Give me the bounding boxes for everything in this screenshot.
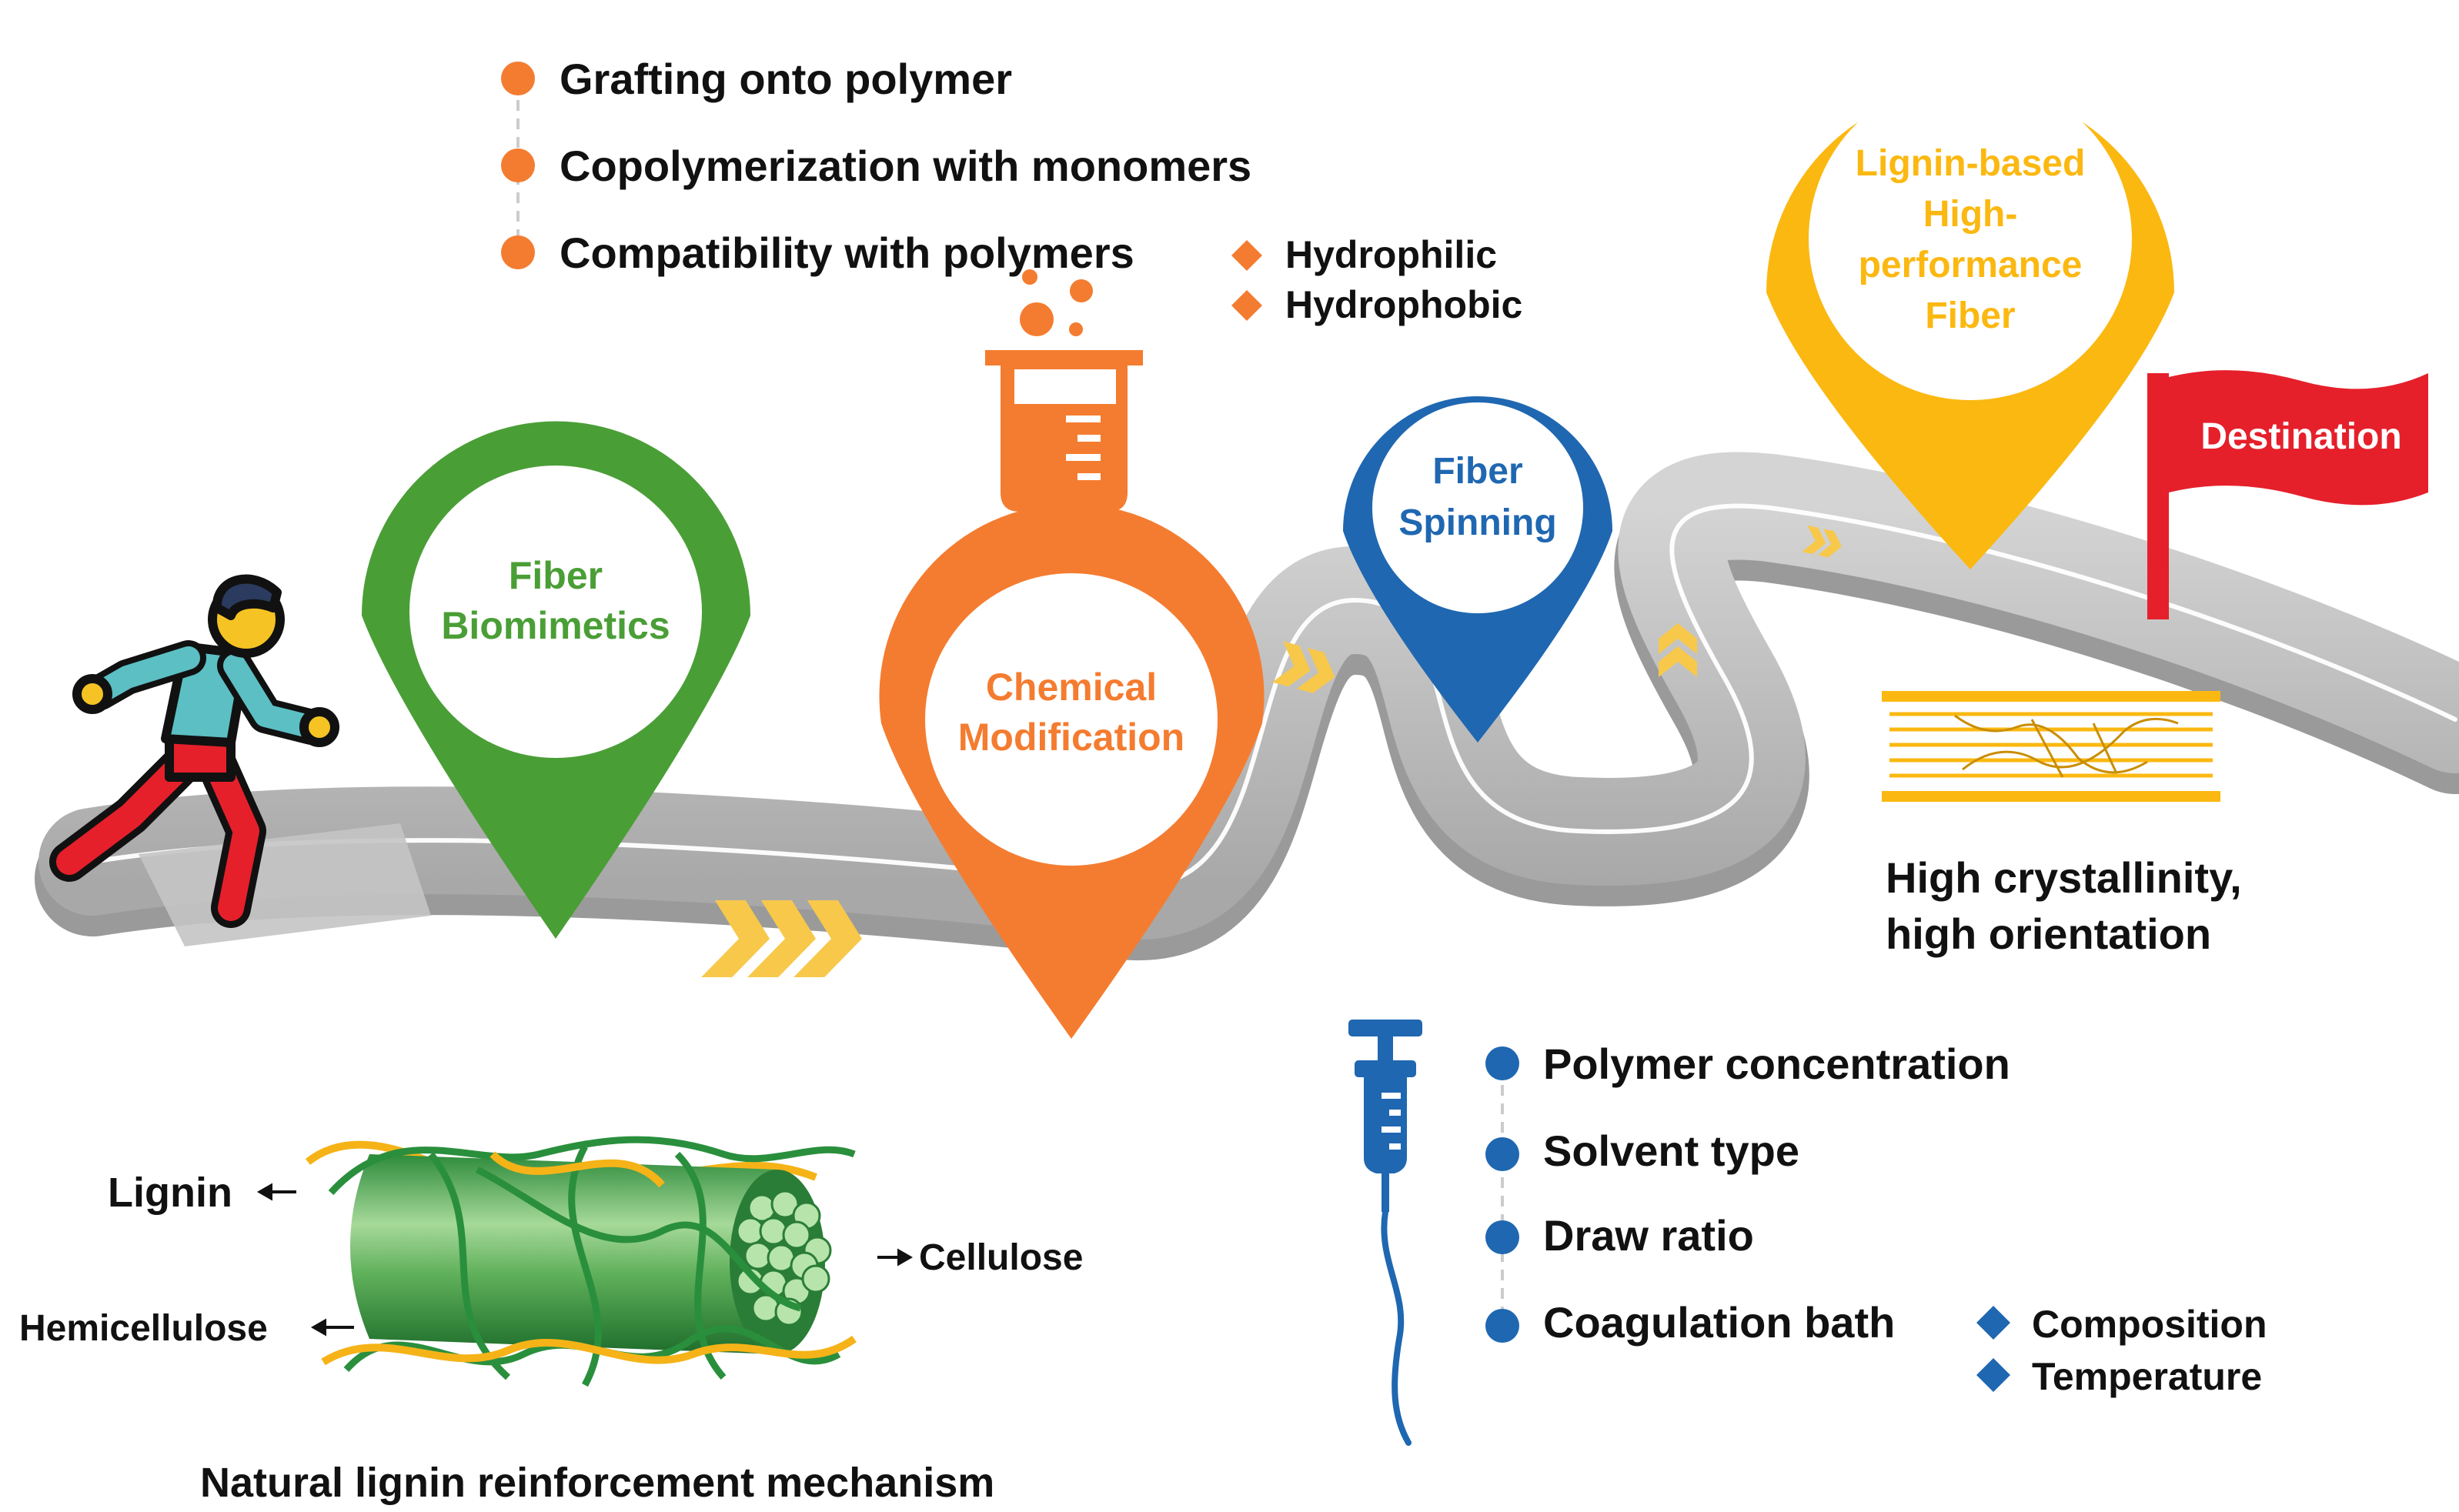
chem-item-grafting: Grafting onto polymer: [560, 55, 1012, 103]
flag-label: Destination: [2200, 416, 2401, 457]
bullet-dot: [1485, 1137, 1519, 1171]
label-lignin: Lignin: [108, 1170, 232, 1216]
pin-final-label-line4: Fiber: [1925, 295, 2015, 336]
diamond-bullet: [1231, 240, 1262, 271]
spinning-parameter-list: Polymer concentration Solvent type Draw …: [1485, 1040, 2267, 1398]
pin-chemical-label-line1: Chemical: [986, 666, 1157, 709]
spin-item-solvent: Solvent type: [1543, 1126, 1799, 1175]
label-arrows: [256, 1183, 914, 1337]
bullet-dot: [1485, 1046, 1519, 1080]
chem-sub-hydrophobic: Hydrophobic: [1285, 283, 1522, 326]
pin-final-label-line2: High-: [1923, 194, 2018, 235]
syringe-icon: [1348, 1020, 1422, 1446]
flag-icon: [2147, 370, 2428, 619]
map-pin-icon: [1766, 77, 2174, 569]
pin-biomimetics-label-line1: Fiber: [509, 554, 603, 597]
pin-final-label-line1: Lignin-based: [1856, 143, 2086, 184]
pin-spinning-label-line2: Spinning: [1398, 502, 1556, 543]
road-chevrons: [701, 525, 1842, 977]
chevron-arrow-icon: [1271, 641, 1335, 693]
map-pin-icon: [879, 503, 1265, 1039]
bullet-dot: [1485, 1309, 1519, 1343]
spin-sub-temperature: Temperature: [2032, 1355, 2262, 1398]
mechanism-caption: Natural lignin reinforcement mechanism: [200, 1460, 994, 1506]
lignin-fiber-illustration: [305, 1136, 857, 1387]
bullet-dot: [501, 235, 535, 269]
label-cellulose: Cellulose: [919, 1237, 1083, 1278]
bullet-dot: [1485, 1220, 1519, 1254]
chemical-modification-list: Grafting onto polymer Copolymerization w…: [501, 55, 1522, 326]
chevron-arrow-icon: [701, 900, 862, 977]
spin-item-coagulation: Coagulation bath: [1543, 1298, 1895, 1347]
label-hemicellulose: Hemicellulose: [19, 1308, 268, 1349]
spin-item-draw-ratio: Draw ratio: [1543, 1211, 1754, 1260]
map-pin-icon: [362, 421, 750, 939]
runner-icon: [49, 574, 339, 928]
pin-chemical-label-line2: Modification: [958, 716, 1184, 759]
chevron-arrow-icon: [1802, 525, 1842, 558]
chem-sub-hydrophilic: Hydrophilic: [1285, 233, 1497, 276]
diamond-bullet: [1976, 1358, 2010, 1392]
pin-spinning-label-line1: Fiber: [1432, 451, 1522, 492]
spin-item-concentration: Polymer concentration: [1543, 1040, 2010, 1088]
bullet-dot: [501, 149, 535, 182]
pin-biomimetics-label-line2: Biomimetics: [441, 604, 670, 647]
crystalline-fiber-diagram: [1882, 691, 2220, 802]
crystallinity-line2: high orientation: [1886, 910, 2211, 958]
map-pin-icon: [1343, 396, 1612, 743]
diamond-bullet: [1231, 290, 1262, 321]
chevron-arrow-icon: [1659, 623, 1697, 677]
chem-item-compatibility: Compatibility with polymers: [560, 229, 1134, 277]
spin-sub-composition: Composition: [2032, 1303, 2267, 1346]
bullet-dot: [501, 62, 535, 95]
crystallinity-line1: High crystallinity,: [1886, 853, 2242, 902]
diamond-bullet: [1976, 1306, 2010, 1340]
beaker-icon: [985, 269, 1143, 512]
pin-final-label-line3: performance: [1859, 245, 2083, 285]
chem-item-copolymerization: Copolymerization with monomers: [560, 142, 1251, 190]
